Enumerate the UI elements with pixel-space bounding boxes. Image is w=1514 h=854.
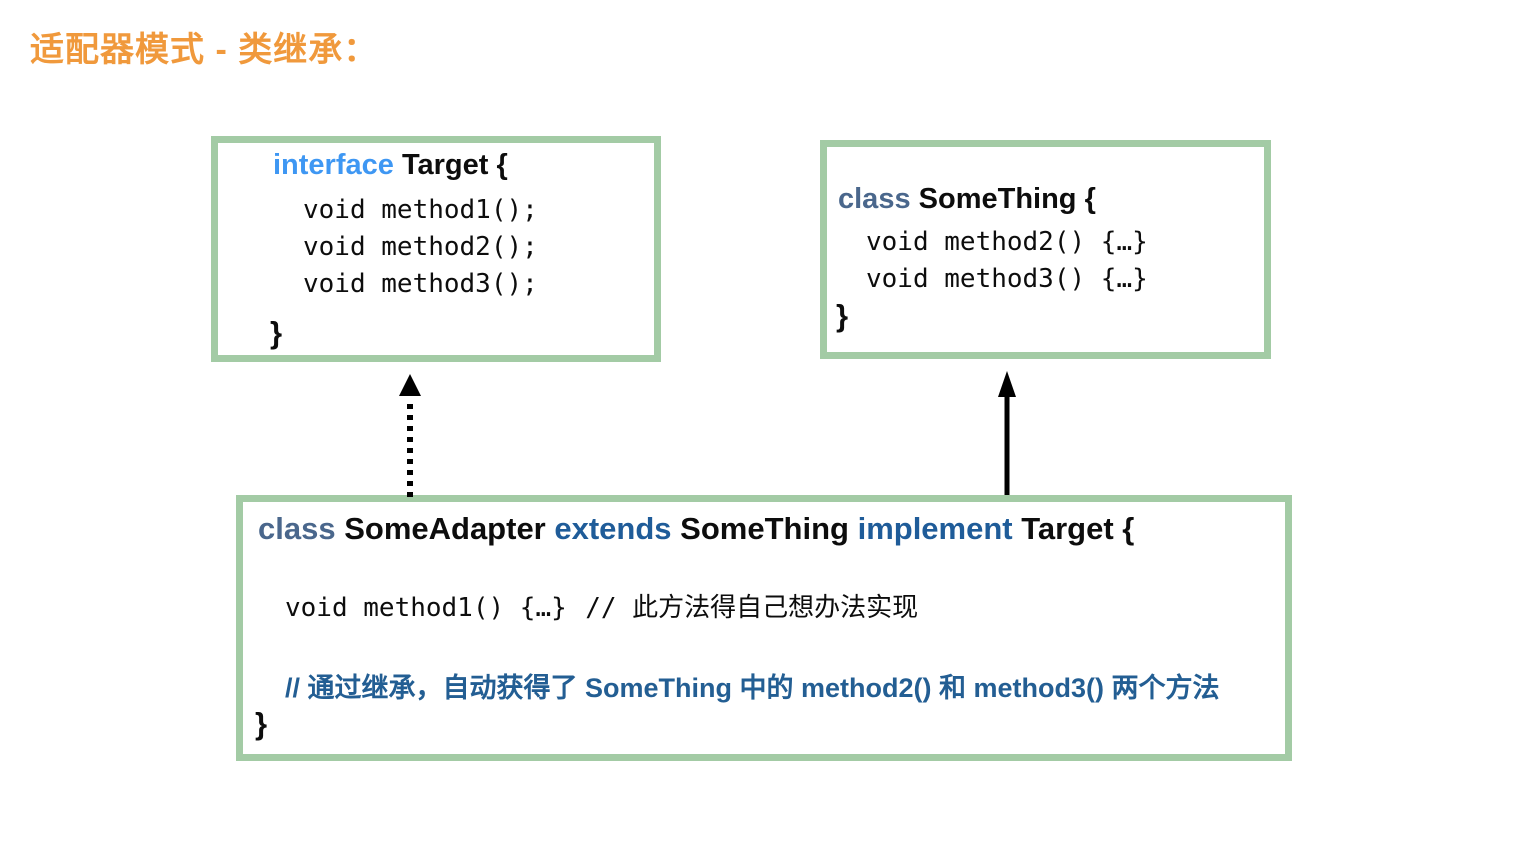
close-brace: }	[255, 706, 268, 741]
class-someadapter-box: class SomeAdapter extends SomeThing impl…	[236, 495, 1292, 761]
code-line: void method2();	[303, 232, 538, 262]
interface-method-list: void method1(); void method2(); void met…	[303, 192, 654, 303]
inline-comment: // 此方法得自己想办法实现	[585, 593, 919, 623]
code-line: void method3() {…}	[866, 264, 1148, 294]
code-line: void method3();	[303, 269, 538, 299]
code-line: void method1() {…}	[285, 593, 567, 623]
class-something-box: class SomeThing { void method2() {…} voi…	[820, 140, 1271, 359]
adapter-method1-line: void method1() {…} // 此方法得自己想办法实现	[285, 589, 1285, 631]
class-something-header: class SomeThing {	[838, 181, 1264, 217]
close-brace: }	[270, 315, 283, 350]
implements-arrow-dotted	[399, 374, 421, 497]
interface-keyword: interface	[273, 149, 394, 181]
extends-arrow-solid	[998, 371, 1016, 495]
code-line: void method2() {…}	[866, 227, 1148, 257]
implement-keyword: implement	[857, 511, 1013, 546]
page-title: 适配器模式 - 类继承：	[30, 31, 379, 69]
class-name: SomeThing {	[918, 183, 1096, 215]
interface-target-header: interface Target {	[273, 147, 654, 183]
code-line: void method1();	[303, 195, 538, 225]
adapter-class-name: SomeAdapter	[344, 511, 546, 546]
class-someadapter-header: class SomeAdapter extends SomeThing impl…	[258, 510, 1285, 548]
close-brace: }	[836, 298, 849, 333]
class-keyword: class	[838, 183, 911, 215]
parent-class-name: SomeThing	[680, 511, 849, 546]
class-method-list: void method2() {…} void method3() {…}	[866, 224, 1264, 298]
implemented-interface-name: Target {	[1021, 511, 1135, 546]
inheritance-comment: // 通过继承，自动获得了 SomeThing 中的 method2() 和 m…	[285, 673, 1220, 703]
interface-target-box: interface Target { void method1(); void …	[211, 136, 661, 362]
interface-name: Target {	[401, 149, 508, 181]
extends-keyword: extends	[554, 511, 672, 546]
class-keyword: class	[258, 511, 336, 546]
